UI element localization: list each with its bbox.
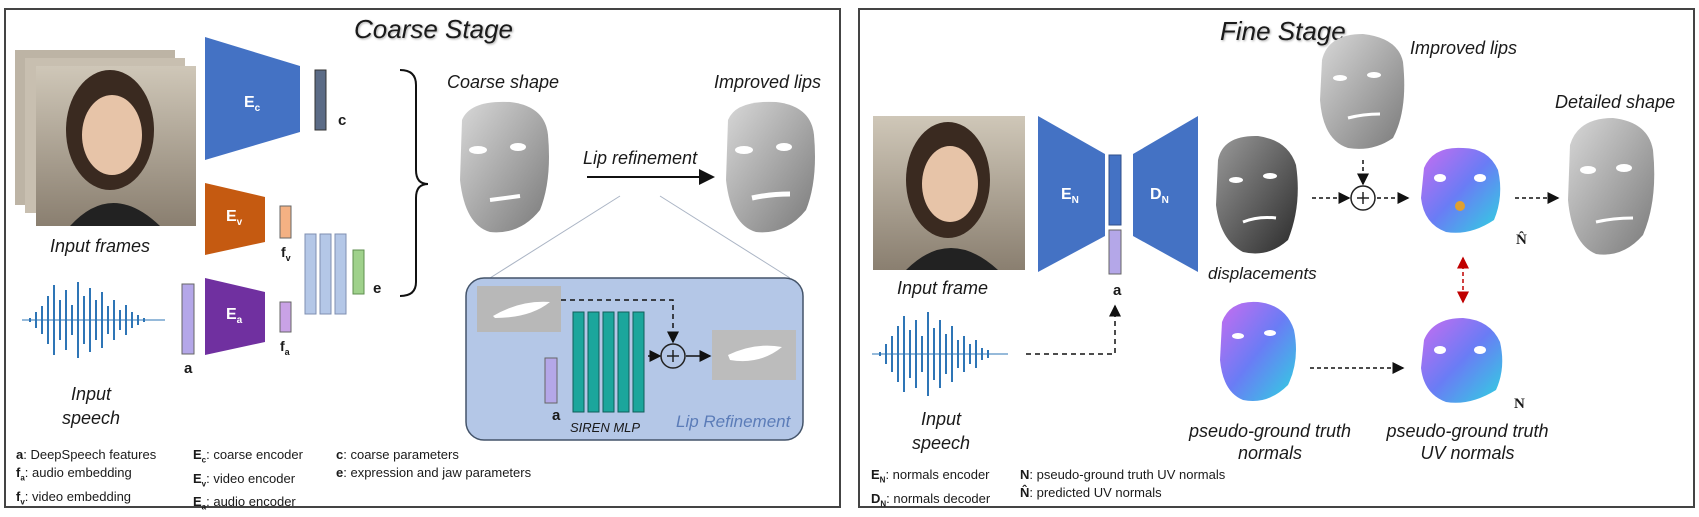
fine-input-speech-waveform — [872, 312, 1008, 396]
expression-params-label: e — [373, 280, 382, 297]
fine-input-speech-label: Input speech — [912, 409, 971, 453]
legend-item: c: coarse parameters — [336, 447, 459, 462]
deepspeech-bar — [181, 283, 195, 355]
expression-params-bar — [352, 249, 365, 295]
coarse-diagram — [15, 37, 815, 441]
audio-encoder-block — [205, 278, 265, 355]
normals-encoder-label: EN — [1061, 186, 1079, 207]
coarse-legend-col3: c: coarse parameters e: expression and j… — [336, 446, 531, 482]
normals-encoder-block — [1038, 116, 1105, 272]
video-embedding-bar — [279, 205, 292, 239]
coarse-shape-face — [460, 101, 549, 233]
fine-plus-node — [1350, 185, 1376, 211]
legend-item: fa: audio embedding — [16, 465, 132, 483]
mlp-bar-2 — [319, 233, 332, 315]
lip-refinement-box-title: Lip Refinement — [676, 412, 791, 431]
coarse-params-bar — [314, 69, 327, 131]
fine-legend-col1: EN: normals encoder DN: normals decoder — [871, 466, 990, 513]
audio-embedding-bar — [279, 301, 292, 333]
input-frames-image — [15, 50, 196, 226]
legend-item: N̂: predicted UV normals — [1020, 485, 1162, 500]
input-speech-label: Input speech — [62, 384, 121, 428]
video-encoder-block — [205, 183, 265, 255]
brace — [399, 69, 429, 297]
input-frames-label: Input frames — [50, 236, 151, 256]
pseudo-gt-uv-normals-label: pseudo-ground truth UV normals — [1386, 421, 1549, 463]
fine-improved-lips-face — [1320, 34, 1405, 149]
audio-embedding-label: fa — [280, 338, 290, 357]
coarse-stage-title: Coarse Stage — [354, 14, 513, 44]
fine-diagram — [872, 34, 1655, 403]
legend-item: Ec: coarse encoder — [193, 447, 303, 465]
legend-item: DN: normals decoder — [871, 490, 991, 509]
input-speech-waveform — [22, 282, 165, 358]
normals-decoder-block — [1133, 116, 1198, 272]
legend-item: Ea: audio encoder — [193, 494, 296, 512]
legend-item: EN: normals encoder — [871, 467, 990, 485]
coarse-legend-col1: a: DeepSpeech features fa: audio embeddi… — [16, 446, 156, 511]
legend-item: a: DeepSpeech features — [16, 447, 157, 462]
pseudo-gt-uv-normals — [1421, 318, 1503, 403]
improved-lips-label: Improved lips — [714, 72, 822, 92]
coarse-encoder-block — [205, 37, 300, 160]
deepspeech-label: a — [184, 360, 193, 377]
displacements-map — [1216, 135, 1298, 254]
coarse-encoder-label: Ec — [244, 94, 261, 115]
detailed-shape-face — [1568, 118, 1655, 255]
legend-item: e: expression and jaw parameters — [336, 465, 532, 480]
fine-legend-col2: N: pseudo-ground truth UV normals N̂: pr… — [1020, 466, 1225, 502]
input-lip-crop — [477, 286, 561, 332]
video-embedding-label: fv — [281, 244, 291, 263]
audio-encoder-label: Ea — [226, 306, 243, 327]
input-frame-label: Input frame — [897, 278, 989, 298]
siren-mlp-layers — [572, 311, 645, 413]
improved-lips-face — [726, 101, 815, 233]
displacements-label: displacements — [1208, 264, 1317, 283]
pseudo-gt-normals-label: pseudo-ground truth normals — [1188, 421, 1352, 463]
legend-item: Ev: video encoder — [193, 470, 296, 489]
lipbox-deepspeech-bar — [544, 357, 558, 404]
mlp-bar-3 — [334, 233, 347, 315]
coarse-legend-col2: Ec: coarse encoder Ev: video encoder Ea:… — [193, 446, 303, 517]
legend-item: N: pseudo-ground truth UV normals — [1020, 467, 1226, 482]
siren-mlp-label: SIREN MLP — [570, 420, 641, 435]
n-label: N — [1514, 396, 1525, 412]
legend-item: fv: video embedding — [16, 488, 132, 507]
video-encoder-label: Ev — [226, 208, 243, 229]
input-frame-image — [873, 116, 1025, 270]
detailed-shape-label: Detailed shape — [1555, 92, 1676, 112]
lipbox-deepspeech-label: a — [552, 407, 561, 424]
n-hat-label: N̂ — [1516, 232, 1527, 248]
latent-bar — [1108, 154, 1122, 226]
fine-deepspeech-bar — [1108, 229, 1122, 275]
lip-refinement-arrow-label: Lip refinement — [583, 148, 698, 168]
output-lip-crop — [712, 330, 796, 380]
pseudo-gt-normals — [1220, 301, 1296, 401]
predicted-uv-normals — [1421, 147, 1501, 233]
normals-decoder-label: DN — [1150, 186, 1169, 207]
coarse-shape-label: Coarse shape — [447, 72, 560, 92]
coarse-params-label: c — [338, 112, 347, 129]
mlp-bar-1 — [304, 233, 317, 315]
fine-deepspeech-label: a — [1113, 282, 1122, 299]
fine-improved-lips-label: Improved lips — [1410, 38, 1518, 58]
fine-stage-title: Fine Stage — [1220, 16, 1346, 46]
